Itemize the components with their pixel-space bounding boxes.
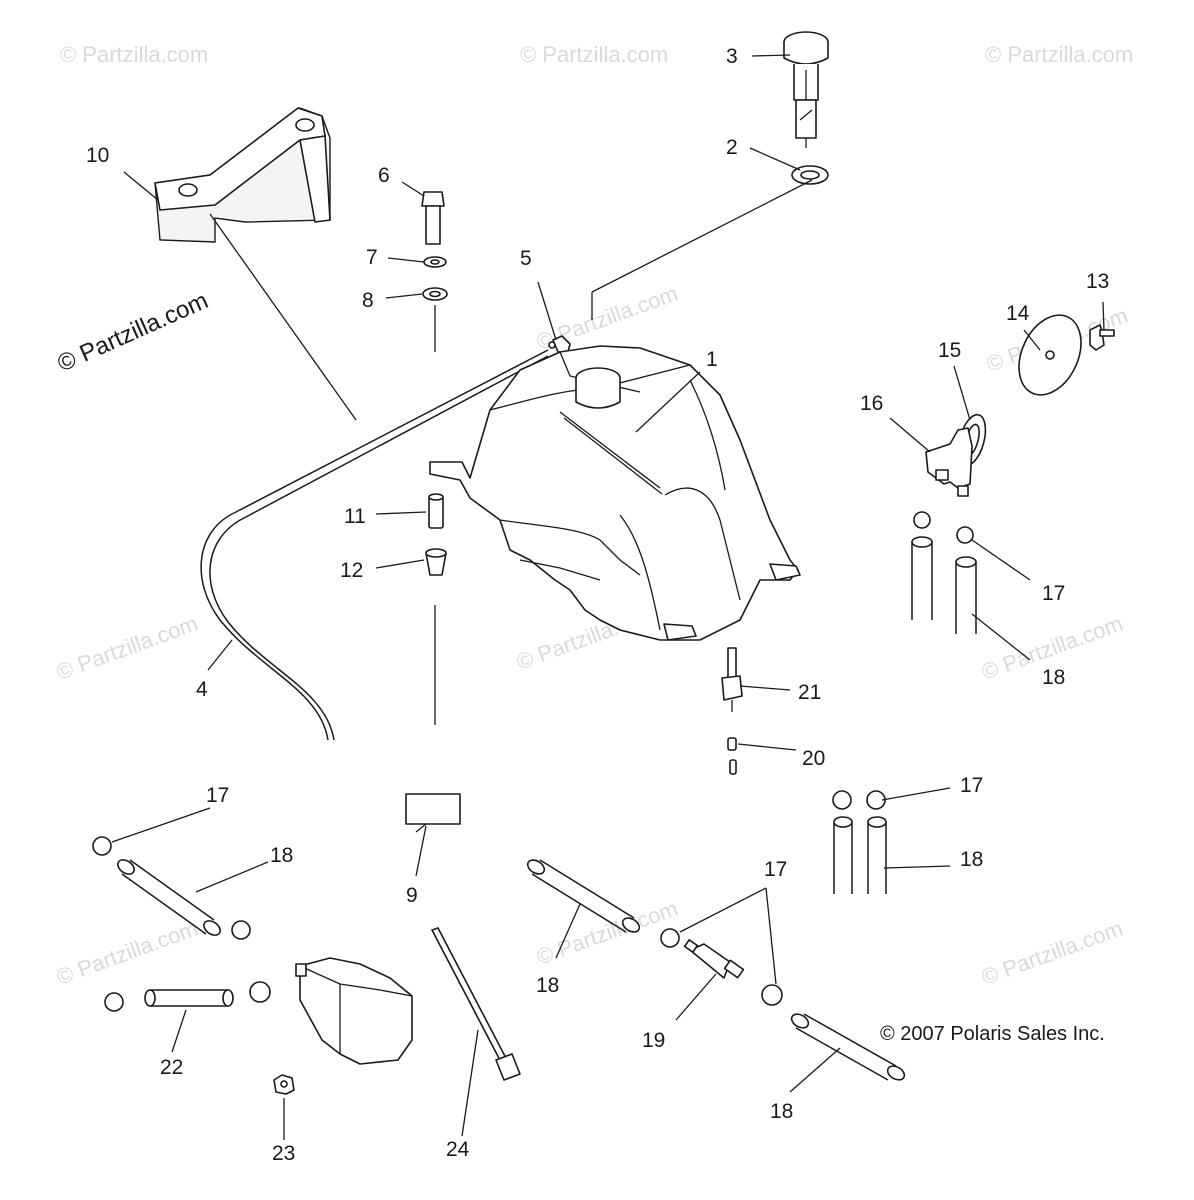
fuel-pump [295,957,413,1065]
part-7-washer [423,256,447,268]
callout-numbers: 1 2 3 4 5 6 7 8 9 10 11 12 13 14 15 16 1… [86,45,1109,1165]
part-24-tie-strap [431,927,521,1081]
callout-16: 16 [860,392,883,415]
part-18-hose [833,816,887,894]
callout-17: 17 [960,774,983,797]
part-23-nut [273,1074,295,1095]
watermark: © Partzilla.com [53,916,201,990]
callout-8: 8 [362,289,374,312]
part-17-clamp [660,928,783,1006]
callout-7: 7 [366,246,378,269]
part-6-bolt [421,191,445,245]
watermark: © Partzilla.com [60,42,208,67]
callout-20: 20 [802,747,825,770]
part-18-hose [790,1013,906,1081]
watermark: © Partzilla.com [520,42,668,67]
callout-18: 18 [536,974,559,997]
callout-5: 5 [520,247,532,270]
callout-18: 18 [960,848,983,871]
callout-17: 17 [764,858,787,881]
leader-lines [111,54,1105,1140]
part-14-cover [1018,314,1082,396]
part-12-grommet [425,548,447,576]
partzilla-watermark: © Partzilla.com [53,287,212,377]
callout-10: 10 [86,144,109,167]
part-18-hose [526,859,641,933]
callout-14: 14 [1006,302,1030,325]
part-20-screw [727,737,737,775]
callout-17: 17 [206,784,229,807]
part-16-fuel-valve [925,427,973,497]
part-8-washer [422,287,448,301]
part-2-gasket [791,165,829,185]
part-18-hose [911,536,977,634]
part-13-screw [1089,324,1115,351]
part-22-hose [144,989,234,1007]
callout-11: 11 [344,505,366,528]
callout-1: 1 [706,348,718,371]
watermark: © Partzilla.com [978,916,1126,990]
part-11-grommet [428,493,444,529]
callout-18: 18 [270,844,293,867]
callout-15: 15 [938,339,961,362]
part-1-fuel-tank [429,345,801,641]
part-10-bracket [154,107,331,243]
part-17-clamp [832,790,886,810]
part-21-fitting [721,647,743,712]
part-19-fuel-filter [683,939,745,979]
callout-18: 18 [1042,666,1065,689]
watermark: © Partzilla.com [53,611,201,685]
part-17-clamp [913,511,974,544]
callout-13: 13 [1086,270,1109,293]
callout-3: 3 [726,45,738,68]
callout-12: 12 [340,559,363,582]
part-5-fitting [548,335,571,353]
callout-9: 9 [406,884,418,907]
watermark: © Partzilla.com [985,42,1133,67]
callout-18: 18 [770,1100,793,1123]
callout-23: 23 [272,1142,295,1165]
callout-6: 6 [378,164,390,187]
callout-24: 24 [446,1138,470,1161]
callout-17: 17 [1042,582,1065,605]
callout-19: 19 [642,1029,665,1052]
part-18-hose [117,859,221,936]
part-3-fuel-cap [783,31,829,148]
callout-22: 22 [160,1056,183,1079]
part-4-vent-hose [200,349,549,741]
part-9-label [405,793,461,825]
part-17-clamp [92,836,271,1012]
callout-21: 21 [798,681,821,704]
watermark: © Partzilla.com [533,896,681,970]
copyright-notice: © 2007 Polaris Sales Inc. [880,1023,1105,1045]
callout-4: 4 [196,678,208,701]
callout-2: 2 [726,136,738,159]
